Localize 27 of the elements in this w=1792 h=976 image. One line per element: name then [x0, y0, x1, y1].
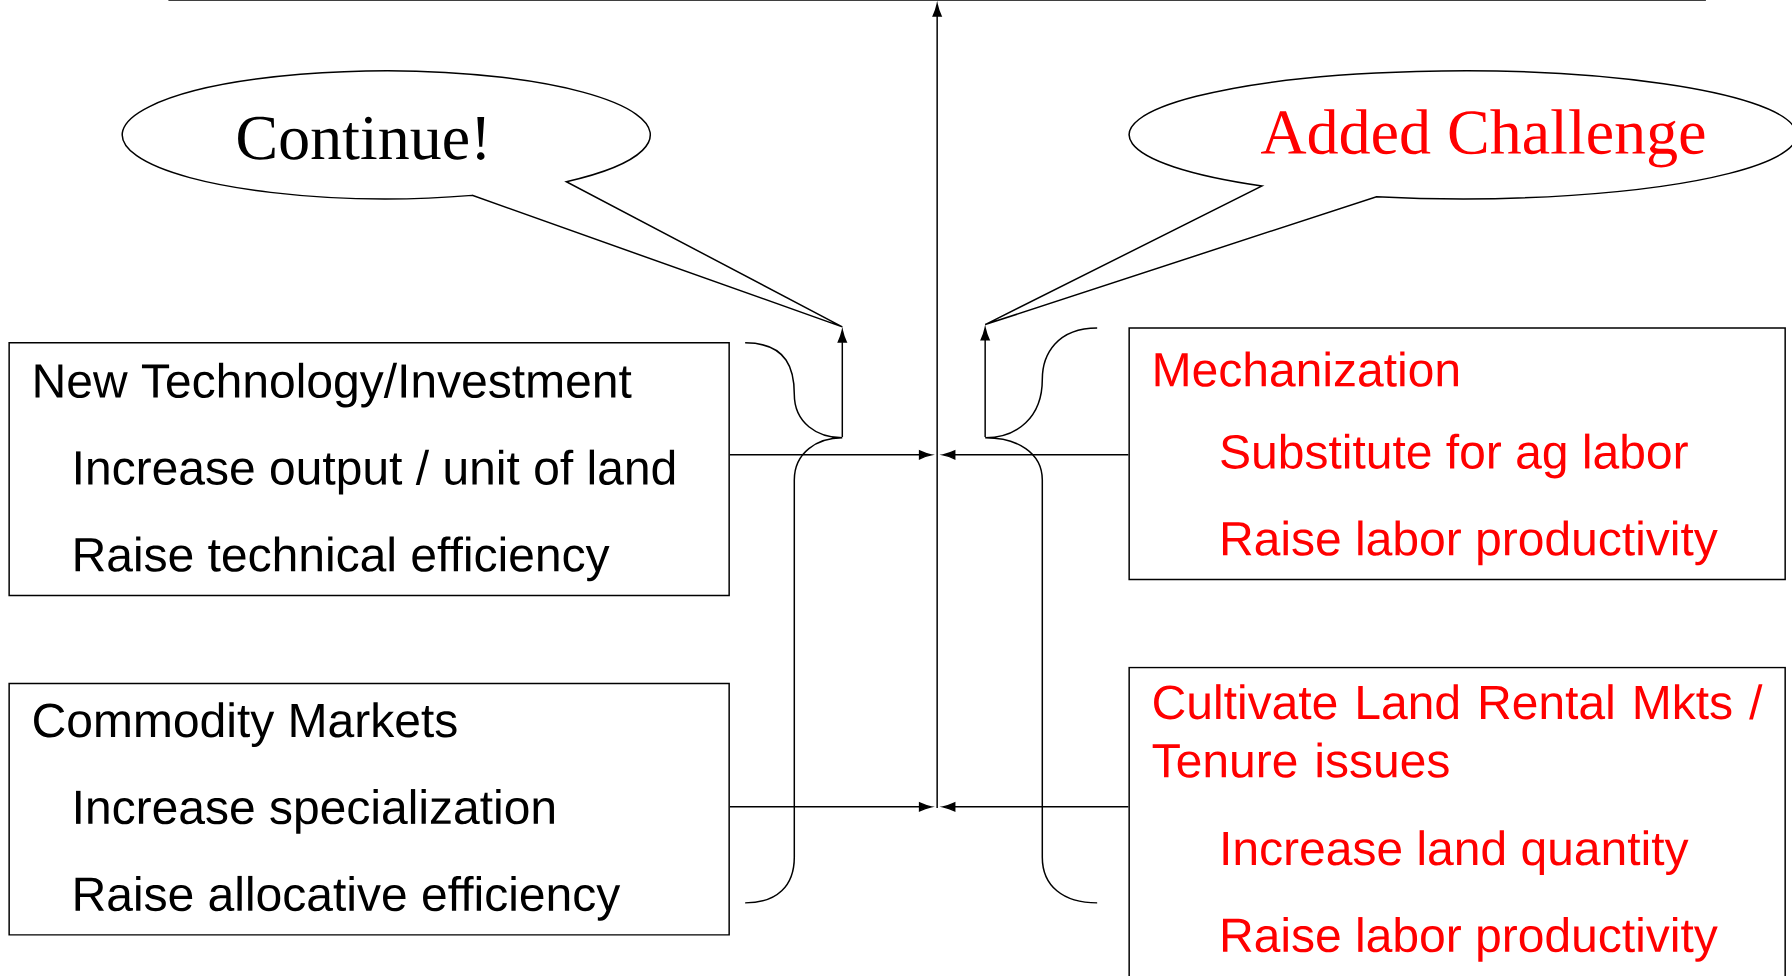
speech-bubble: Continue!	[122, 70, 844, 328]
arrow	[837, 329, 847, 438]
item-text: Substitute for ag labor	[1221, 433, 1688, 479]
heading-text: Cultivate Land Rental Mkts / Tenure issues	[1152, 684, 1763, 778]
heading-text: New Technology/Investment	[35, 362, 632, 408]
item-text: Raise labor productivity	[1223, 520, 1718, 566]
heading-text: Commodity Markets	[34, 702, 457, 747]
curly-bracket	[984, 327, 1098, 904]
arrow	[729, 802, 933, 812]
item-text: Raise labor productivity	[1223, 917, 1718, 962]
arrow	[942, 450, 1130, 460]
heading-text: Mechanization	[1155, 351, 1458, 387]
arrow	[942, 802, 1130, 812]
item-text: Increase output / unit of land	[76, 449, 675, 495]
text-box	[1128, 666, 1786, 976]
text-box	[8, 342, 730, 597]
text-box	[1128, 327, 1786, 581]
arrow	[980, 327, 990, 438]
text-box	[8, 682, 730, 936]
speech-bubble: Added Challenge	[984, 70, 1792, 326]
item-text: Increase land quantity	[1223, 830, 1689, 875]
arrow	[729, 450, 933, 460]
arrow	[932, 3, 942, 809]
item-text: Increase specialization	[76, 789, 554, 834]
item-text: Raise allocative efficiency	[75, 875, 621, 921]
curly-bracket	[744, 342, 844, 904]
item-text: Raise technical efficiency	[75, 536, 610, 582]
